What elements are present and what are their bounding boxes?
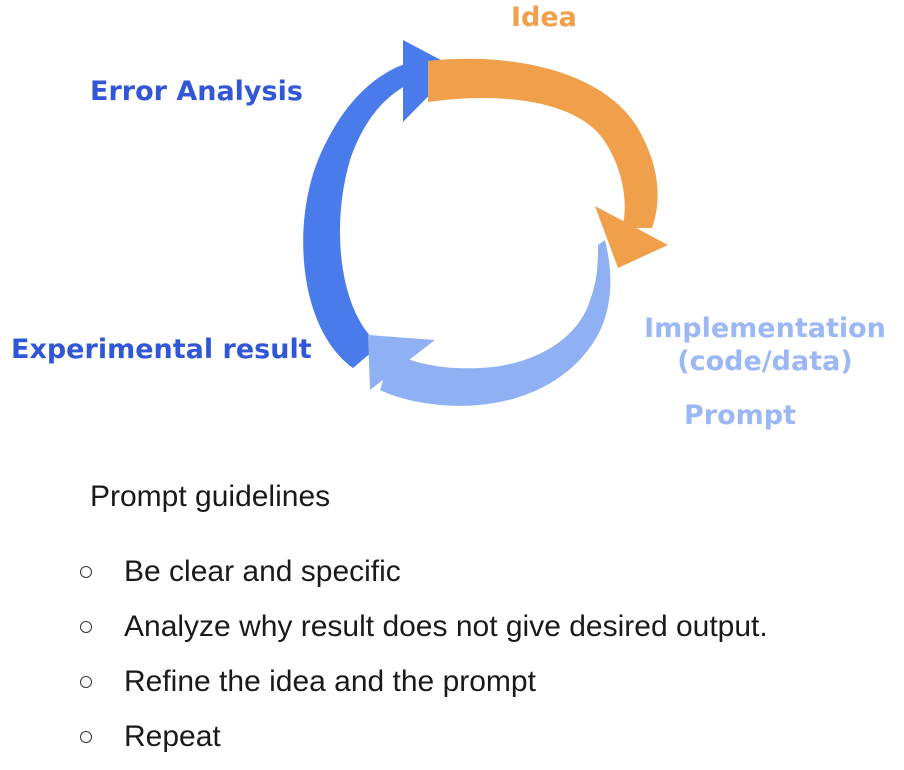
- orange-arrowhead: [595, 206, 668, 268]
- hollow-circle-bullet-icon: [80, 621, 92, 633]
- idea-label: Idea: [511, 2, 577, 33]
- idea-arc: [428, 58, 658, 228]
- error-analysis-arc: [303, 60, 420, 368]
- experimental-result-label: Experimental result: [11, 334, 312, 365]
- hollow-circle-bullet-icon: [80, 566, 92, 578]
- cycle-arrows: [303, 40, 668, 406]
- guideline-text: Analyze why result does not give desired…: [124, 610, 768, 643]
- error-analysis-label: Error Analysis: [90, 76, 303, 107]
- guideline-text: Refine the idea and the prompt: [124, 665, 536, 698]
- hollow-circle-bullet-icon: [80, 731, 92, 743]
- implementation-label: Implementation (code/data): [630, 313, 900, 379]
- light-blue-arrowhead: [368, 335, 435, 390]
- implementation-label-line2: (code/data): [677, 345, 853, 377]
- hollow-circle-bullet-icon: [80, 676, 92, 688]
- guideline-text: Be clear and specific: [124, 555, 401, 588]
- implementation-label-line1: Implementation: [644, 313, 886, 344]
- guideline-text: Repeat: [124, 720, 221, 753]
- cycle-diagram: Idea Error Analysis Experimental result …: [11, 2, 900, 431]
- implementation-arc: [380, 240, 611, 406]
- prompt-label: Prompt: [684, 400, 797, 431]
- guidelines-title: Prompt guidelines: [90, 480, 331, 513]
